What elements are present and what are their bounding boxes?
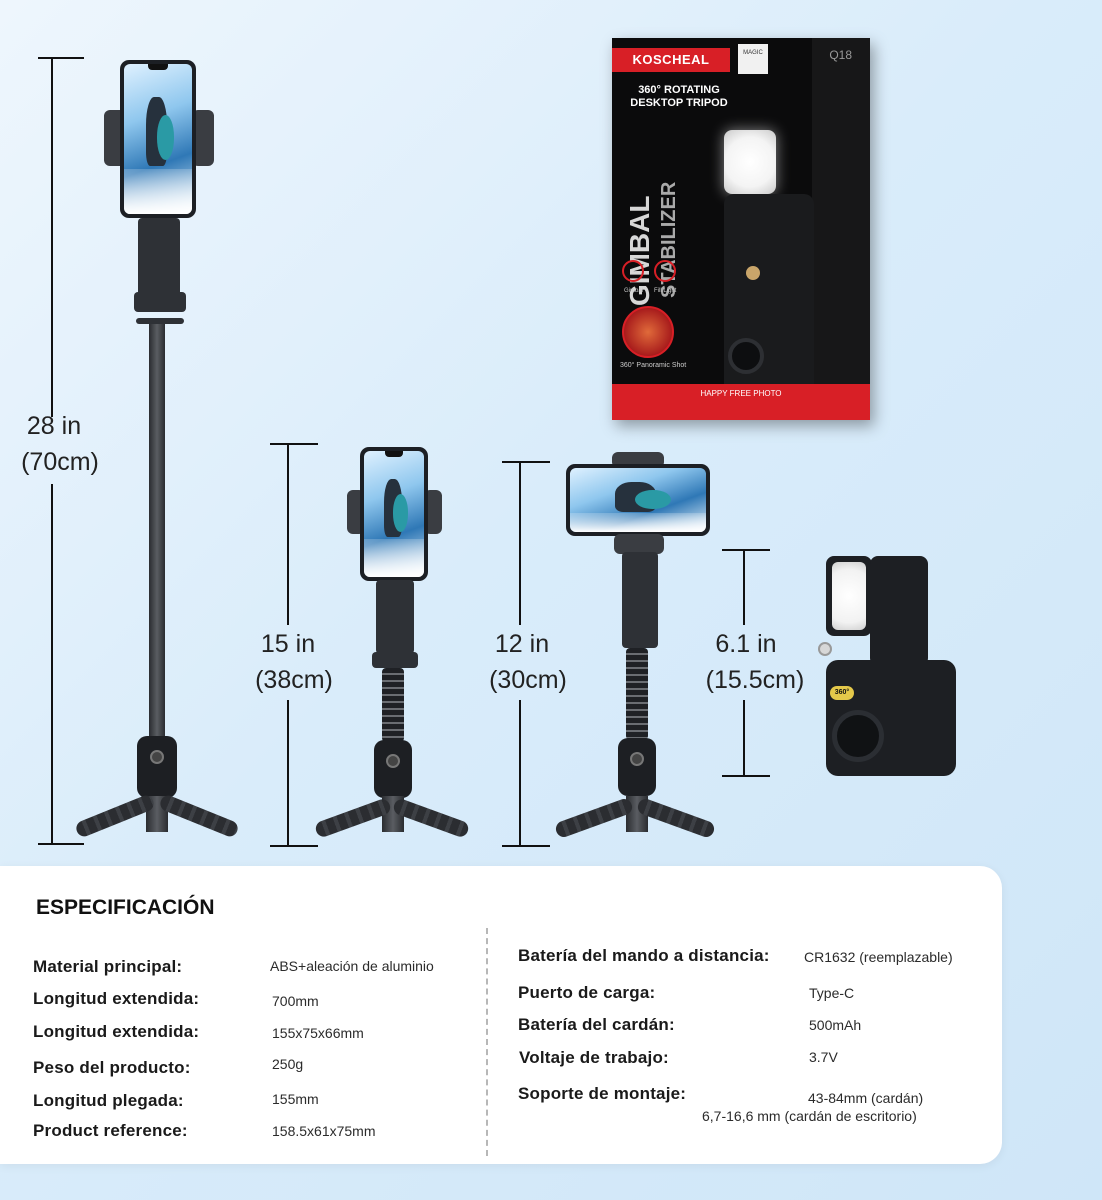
gimbal-collar xyxy=(136,318,184,324)
spec-value: Type-C xyxy=(809,985,855,1001)
gimbal-mount xyxy=(134,292,186,312)
dim-line xyxy=(51,57,53,417)
spec-value-secondary: 6,7-16,6 mm (cardán de escritorio) xyxy=(702,1108,917,1124)
pole-spring xyxy=(626,648,648,740)
clamp-right xyxy=(192,110,214,166)
gimbal-arm xyxy=(138,218,180,298)
spec-label: Material principal: xyxy=(33,957,183,976)
box-headline: 360° ROTATING DESKTOP TRIPOD xyxy=(624,84,734,110)
spec-value: ABS+aleación de aluminio xyxy=(270,958,434,974)
box-light-image xyxy=(724,130,776,194)
handle xyxy=(374,740,412,798)
dim-line xyxy=(519,461,521,625)
dim-line xyxy=(743,700,745,776)
spec-label: Product reference: xyxy=(33,1121,188,1140)
spec-value: 155mm xyxy=(272,1091,319,1107)
dim-cap-top xyxy=(722,549,770,551)
dim-line xyxy=(51,484,53,844)
dim-cap-top xyxy=(270,443,318,445)
box-model: Q18 xyxy=(829,48,852,62)
box-footer: HAPPY FREE PHOTO xyxy=(612,384,870,420)
spec-value: 500mAh xyxy=(809,1017,862,1033)
dim-cap-top xyxy=(502,461,550,463)
spec-label: Batería del mando a distancia: xyxy=(518,946,770,965)
box-headline-line: DESKTOP TRIPOD xyxy=(630,97,728,109)
dim-cap-bottom xyxy=(38,843,84,845)
gimbal-arm xyxy=(622,552,658,648)
spec-value: CR1632 (reemplazable) xyxy=(804,949,953,965)
fill-light-label: Fill Light xyxy=(654,288,677,294)
rotation-ring xyxy=(832,710,884,762)
spec-title: ESPECIFICACIÓN xyxy=(36,896,215,919)
clamp-right xyxy=(424,490,442,534)
phone-image-landscape xyxy=(566,464,710,536)
spec-label: Longitud extendida: xyxy=(33,989,200,1008)
box-brand: KOSCHEAL xyxy=(612,48,730,72)
dim-cap-bottom xyxy=(502,845,550,847)
fill-light xyxy=(832,562,866,630)
dim-line xyxy=(743,549,745,625)
spec-label: Peso del producto: xyxy=(33,1058,191,1077)
box-headline-line: 360° ROTATING xyxy=(638,84,720,96)
dim-cap-bottom xyxy=(722,775,770,777)
rotation-badge-icon: 360° xyxy=(830,686,854,700)
tripod-leg xyxy=(157,793,241,839)
dim-value: 12 in xyxy=(494,630,550,658)
spec-label: Puerto de carga: xyxy=(518,983,656,1002)
phone-image xyxy=(360,447,428,581)
spec-value: 250g xyxy=(272,1056,304,1072)
spec-value: 43-84mm (cardán) xyxy=(808,1090,924,1106)
spec-label: Soporte de montaje: xyxy=(518,1084,687,1103)
dim-line xyxy=(287,700,289,846)
phone-image xyxy=(120,60,196,218)
gimbal-mount xyxy=(372,652,418,668)
panoramic-label: 360° Panoramic Shot xyxy=(620,362,687,369)
spec-label: Voltaje de trabajo: xyxy=(519,1048,669,1067)
dim-metric: (38cm) xyxy=(255,666,333,694)
spec-label: Longitud plegada: xyxy=(33,1091,184,1110)
dim-cap-bottom xyxy=(270,845,318,847)
dim-metric: (70cm) xyxy=(21,448,99,476)
gimbal-body xyxy=(870,556,928,666)
gimbal-icon xyxy=(622,260,644,282)
box-side xyxy=(812,38,870,420)
dim-value: 28 in xyxy=(26,412,82,440)
tripod-leg xyxy=(553,796,635,840)
spec-card xyxy=(0,866,1002,1164)
spec-divider xyxy=(486,928,488,1156)
spec-label: Batería del cardán: xyxy=(518,1015,675,1034)
box-magic-label: MAGIC xyxy=(738,44,768,74)
dim-line xyxy=(519,700,521,846)
extension-pole xyxy=(149,324,165,744)
dim-value: 15 in xyxy=(260,630,316,658)
product-box: KOSCHEAL MAGIC Q18 360° ROTATING DESKTOP… xyxy=(612,38,870,420)
spec-value: 155x75x66mm xyxy=(272,1025,364,1041)
handle xyxy=(618,738,656,796)
clamp-bottom xyxy=(614,534,664,554)
handle xyxy=(137,736,177,798)
dim-metric: (15.5cm) xyxy=(705,666,805,694)
knob xyxy=(818,642,832,656)
dim-metric: (30cm) xyxy=(489,666,567,694)
tripod-leg xyxy=(313,797,393,839)
spec-value: 158.5x61x75mm xyxy=(272,1123,376,1139)
box-ring-icon xyxy=(728,338,764,374)
box-knob-icon xyxy=(746,266,760,280)
gimbal-label: Gimbal xyxy=(624,288,644,294)
tripod-leg xyxy=(73,793,157,839)
spec-label: Longitud extendida: xyxy=(33,1022,200,1041)
spec-value: 3.7V xyxy=(809,1049,838,1065)
fill-light-icon xyxy=(654,260,676,282)
dim-line xyxy=(287,443,289,625)
gimbal-arm xyxy=(376,580,414,654)
panoramic-image xyxy=(622,306,674,358)
dim-cap-top xyxy=(38,57,84,59)
spec-value: 700mm xyxy=(272,993,319,1009)
pole-spring xyxy=(382,668,404,742)
dim-value: 6.1 in xyxy=(715,630,777,658)
